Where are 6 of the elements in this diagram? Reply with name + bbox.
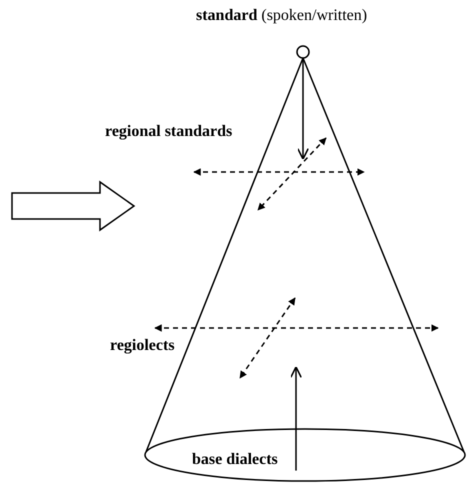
arrow [290,366,302,471]
node-caption: standard (spoken/written) [196,6,368,26]
level-label: regiolects [110,336,175,356]
level-label: regional standards [105,122,232,142]
arrow [296,58,310,160]
apex-circle [296,45,310,59]
